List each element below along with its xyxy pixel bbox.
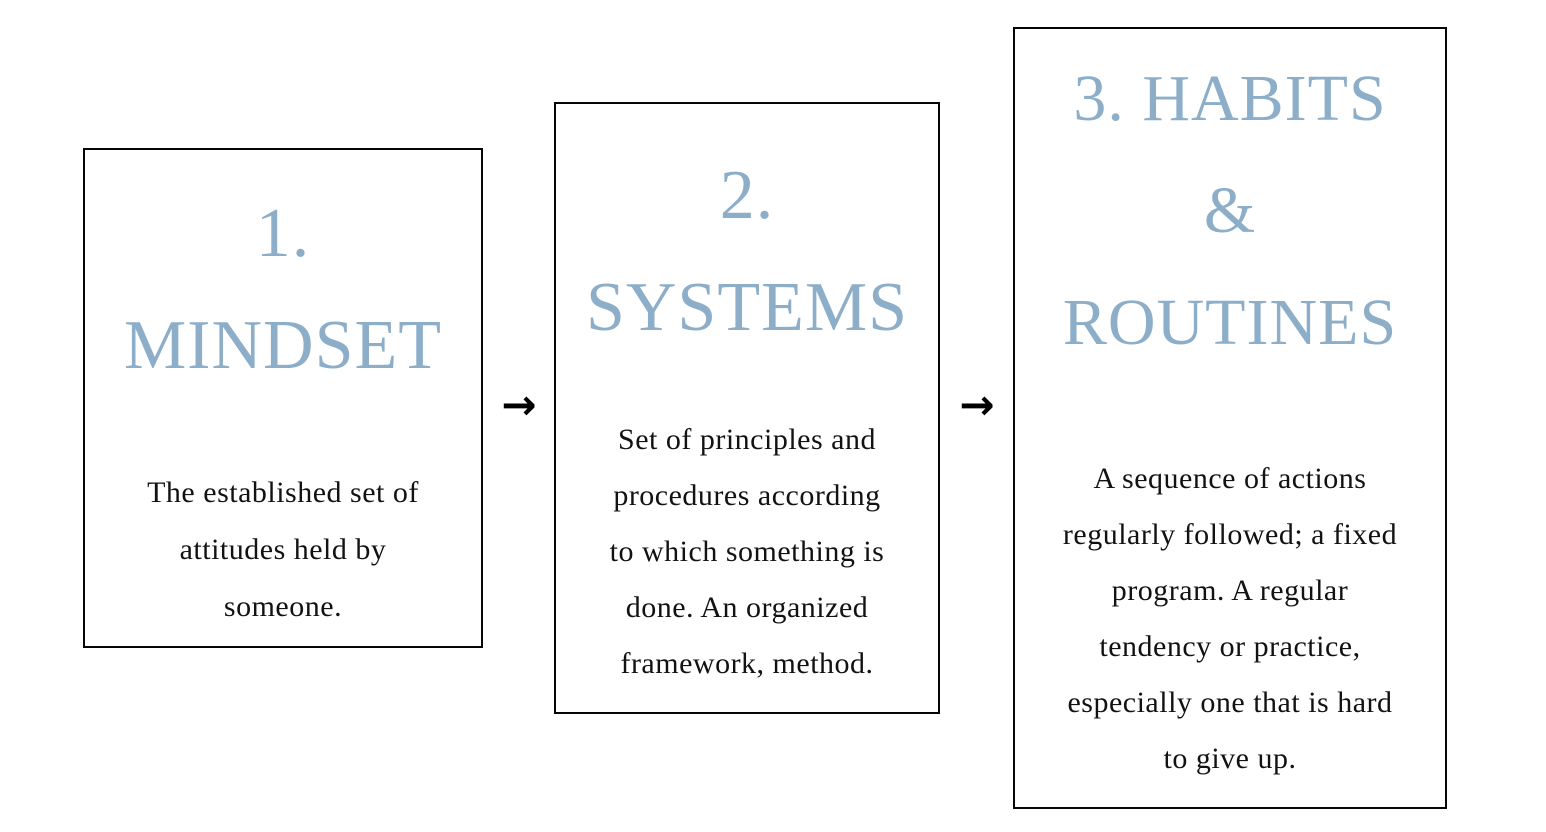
step-box-systems: 2. SYSTEMS Set of principles and procedu…	[554, 102, 940, 714]
definition-line: to which something is	[609, 535, 885, 568]
definition-line: framework, method.	[620, 647, 874, 680]
step-box-mindset: 1. MINDSET The established set of attitu…	[83, 148, 483, 648]
definition-line: to give up.	[1163, 742, 1297, 775]
step-title-mindset: 1. MINDSET	[124, 178, 442, 402]
title-line: 2.	[719, 157, 775, 234]
title-line: 1.	[255, 195, 311, 272]
step-definition-habits-routines: A sequence of actions regularly followed…	[1063, 451, 1397, 787]
title-line: SYSTEMS	[585, 269, 909, 346]
definition-line: someone.	[223, 590, 343, 623]
definition-line: especially one that is hard	[1067, 686, 1393, 719]
definition-line: attitudes held by	[179, 533, 387, 566]
step-box-habits-routines: 3. HABITS & ROUTINES A sequence of actio…	[1013, 27, 1447, 809]
right-arrow-icon: →	[501, 380, 537, 429]
definition-line: A sequence of actions	[1093, 462, 1367, 495]
step-definition-mindset: The established set of attitudes held by…	[147, 464, 419, 635]
step-definition-systems: Set of principles and procedures accordi…	[610, 412, 885, 692]
title-line: ROUTINES	[1062, 286, 1398, 359]
definition-line: done. An organized	[625, 591, 869, 624]
definition-line: regularly followed; a fixed	[1062, 518, 1398, 551]
definition-line: procedures according	[613, 479, 881, 512]
definition-line: The established set of	[147, 476, 419, 509]
definition-line: Set of principles and	[618, 423, 876, 456]
definition-line: program. A regular	[1111, 574, 1349, 607]
right-arrow-icon: →	[959, 380, 995, 429]
step-title-habits-routines: 3. HABITS & ROUTINES	[1063, 43, 1397, 379]
step-title-systems: 2. SYSTEMS	[586, 140, 908, 364]
title-line: 3. HABITS	[1073, 62, 1387, 135]
title-line: &	[1203, 174, 1257, 247]
title-line: MINDSET	[123, 307, 443, 384]
definition-line: tendency or practice,	[1099, 630, 1361, 663]
